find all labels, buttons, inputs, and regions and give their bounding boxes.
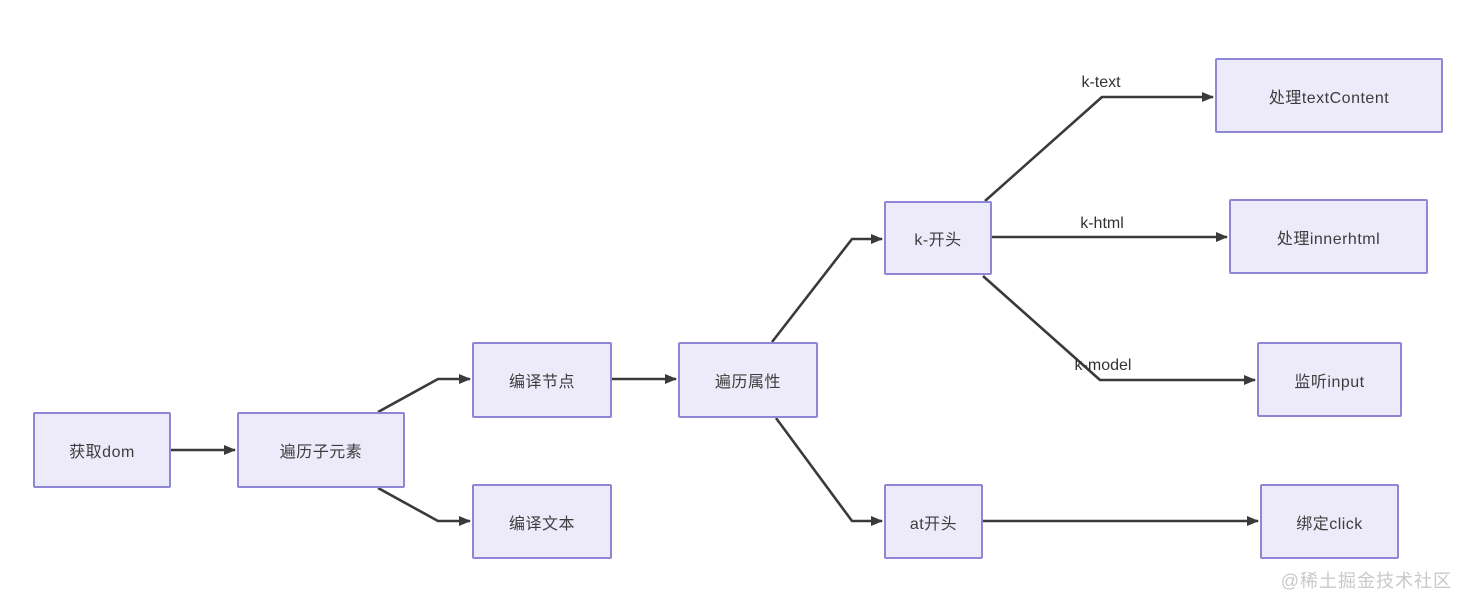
node-listen-input-label: 监听input [1294, 373, 1365, 391]
edge-k-prefix-to-listen-input [982, 275, 1256, 385]
node-traverse-attrs-label: 遍历属性 [714, 374, 781, 391]
node-at-prefix: at开头 [884, 484, 983, 559]
node-compile-text: 编译文本 [472, 484, 612, 559]
node-bind-click: 绑定click [1260, 484, 1399, 559]
edge-label-k-html: k-html [1080, 215, 1124, 232]
node-handle-innerhtml-label: 处理innerhtml [1276, 230, 1381, 248]
watermark: @稀土掘金技术社区 [1280, 571, 1452, 591]
node-k-prefix-label: k-开头 [914, 232, 962, 249]
node-get-dom: 获取dom [33, 412, 171, 488]
node-listen-input: 监听input [1257, 342, 1402, 417]
node-compile-text-label: 编译文本 [508, 515, 575, 533]
edge-traverse-children-to-compile-text [377, 486, 471, 526]
node-handle-innerhtml: 处理innerhtml [1229, 199, 1428, 274]
node-get-dom-label: 获取dom [69, 444, 135, 461]
node-traverse-attrs: 遍历属性 [678, 342, 818, 418]
edge-traverse-attrs-to-at-prefix [774, 417, 883, 526]
edge-k-prefix-to-handle-textcontent [984, 92, 1214, 202]
node-handle-textcontent-label: 处理textContent [1268, 89, 1390, 107]
node-compile-node-label: 编译节点 [508, 374, 575, 391]
node-traverse-children: 遍历子元素 [237, 412, 405, 488]
edge-label-k-text: k-text [1081, 74, 1121, 91]
node-at-prefix-label: at开头 [909, 515, 958, 533]
node-bind-click-label: 绑定click [1296, 515, 1363, 533]
edge-traverse-attrs-to-k-prefix [770, 234, 883, 343]
node-handle-textcontent: 处理textContent [1215, 58, 1443, 133]
node-traverse-children-label: 遍历子元素 [279, 444, 363, 461]
node-compile-node: 编译节点 [472, 342, 612, 418]
edge-traverse-children-to-compile-node [377, 374, 471, 414]
edge-label-k-model: k-model [1074, 357, 1132, 374]
node-k-prefix: k-开头 [884, 201, 992, 275]
